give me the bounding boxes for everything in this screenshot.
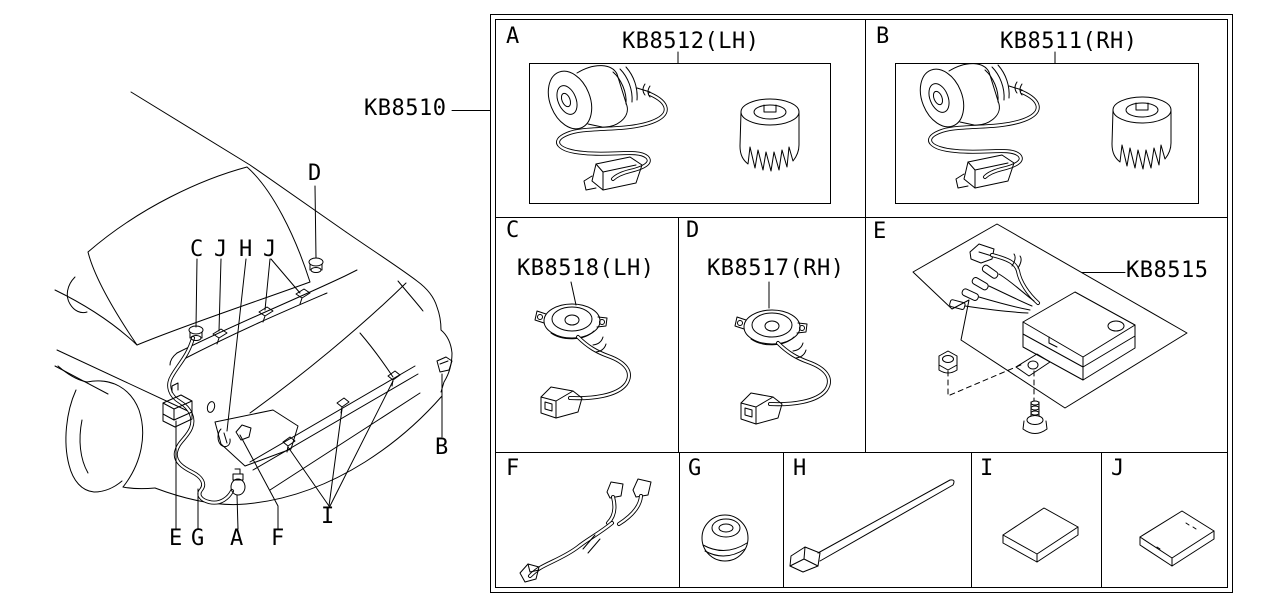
sub-harness-art-f [519,478,652,583]
car-callout-j2: J [263,237,277,262]
car-callout-f: F [271,526,285,551]
cell-letter-d: D [686,218,700,243]
rear-speaker-art-d [733,308,831,426]
car-leader-lines [175,185,443,530]
car-callout-g: G [191,526,205,551]
cell-letter-b: B [876,24,890,49]
cell-letter-j: J [1111,456,1125,481]
kit-inner-box-b [895,63,1199,204]
grommet-d-in-car [308,257,324,267]
pad-art-j [1139,510,1215,567]
rear-speaker-art-c [533,302,631,420]
cell-letter-h: H [793,456,807,481]
car-callout-i: I [321,504,335,529]
car-callout-d: D [308,161,322,186]
car-callout-c: C [190,237,204,262]
car-callout-h: H [239,237,253,262]
cell-letter-g: G [688,456,702,481]
part-number-c: KB8518(LH) [517,256,655,281]
car-callout-a: A [230,526,244,551]
panel-leader-lines [451,51,1126,309]
kit-inner-box-a [529,63,831,204]
part-number-a: KB8512(LH) [622,29,760,54]
bolt-b-in-car [436,356,453,373]
car-callout-b: B [435,435,449,460]
part-number-d: KB8517(RH) [707,256,845,281]
cell-letter-a: A [506,24,520,49]
cell-letter-i: I [980,456,994,481]
cell-letter-e: E [873,219,887,244]
part-number-b: KB8511(RH) [1000,29,1138,54]
grid-frame [490,14,1233,593]
part-number-e: KB8515 [1126,258,1209,283]
main-part-number: KB8510 [364,96,447,121]
grommet-art-g [701,514,749,562]
car-illustration [54,91,453,506]
cell-letter-c: C [506,218,520,243]
pad-art-i [1002,507,1079,563]
tweeter-kit-art-b [910,60,1173,190]
car-callout-j1: J [214,237,228,262]
amplifier-kit-art-e [912,223,1188,434]
car-callout-e: E [169,526,183,551]
tweeter-kit-art-a [538,62,801,192]
cell-letter-f: F [506,456,520,481]
cable-tie-art-h [789,479,955,573]
